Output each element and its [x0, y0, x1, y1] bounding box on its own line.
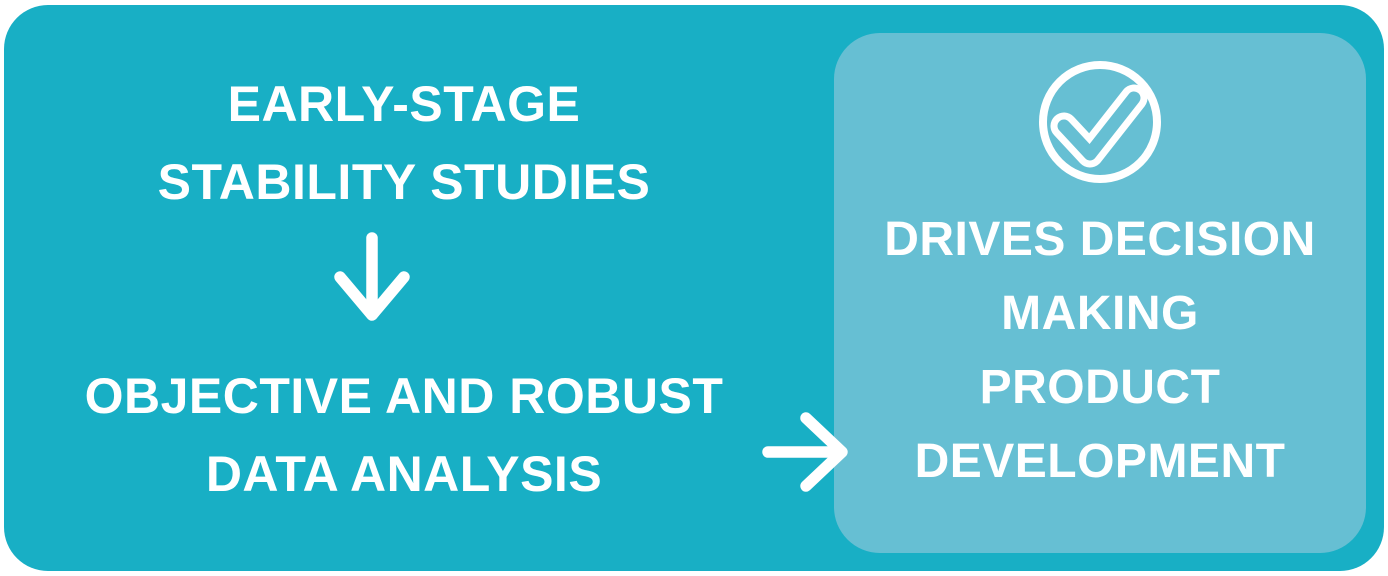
step1-line1: EARLY-STAGE: [227, 76, 581, 132]
right-arrow-icon: [762, 412, 848, 492]
step-objective-robust-data-analysis: OBJECTIVE AND ROBUST DATA ANALYSIS: [4, 357, 804, 513]
step2-line2: DATA ANALYSIS: [205, 446, 603, 502]
diagram-background: EARLY-STAGE STABILITY STUDIES OBJECTIVE …: [4, 5, 1384, 571]
down-arrow-icon: [334, 232, 410, 321]
check-circle-icon: [1039, 61, 1161, 183]
step-early-stage-stability-studies: EARLY-STAGE STABILITY STUDIES: [4, 65, 804, 221]
result-line2: MAKING: [1001, 287, 1199, 340]
result-line1: DRIVES DECISION: [884, 213, 1316, 266]
result-panel: DRIVES DECISION MAKING PRODUCT DEVELOPME…: [834, 33, 1366, 553]
result-line4: DEVELOPMENT: [914, 435, 1286, 488]
step1-line2: STABILITY STUDIES: [157, 154, 651, 210]
result-text: DRIVES DECISION MAKING PRODUCT DEVELOPME…: [834, 203, 1366, 499]
step2-line1: OBJECTIVE AND ROBUST: [84, 368, 724, 424]
result-line3: PRODUCT: [979, 361, 1221, 414]
flow-left-column: EARLY-STAGE STABILITY STUDIES OBJECTIVE …: [4, 5, 804, 576]
